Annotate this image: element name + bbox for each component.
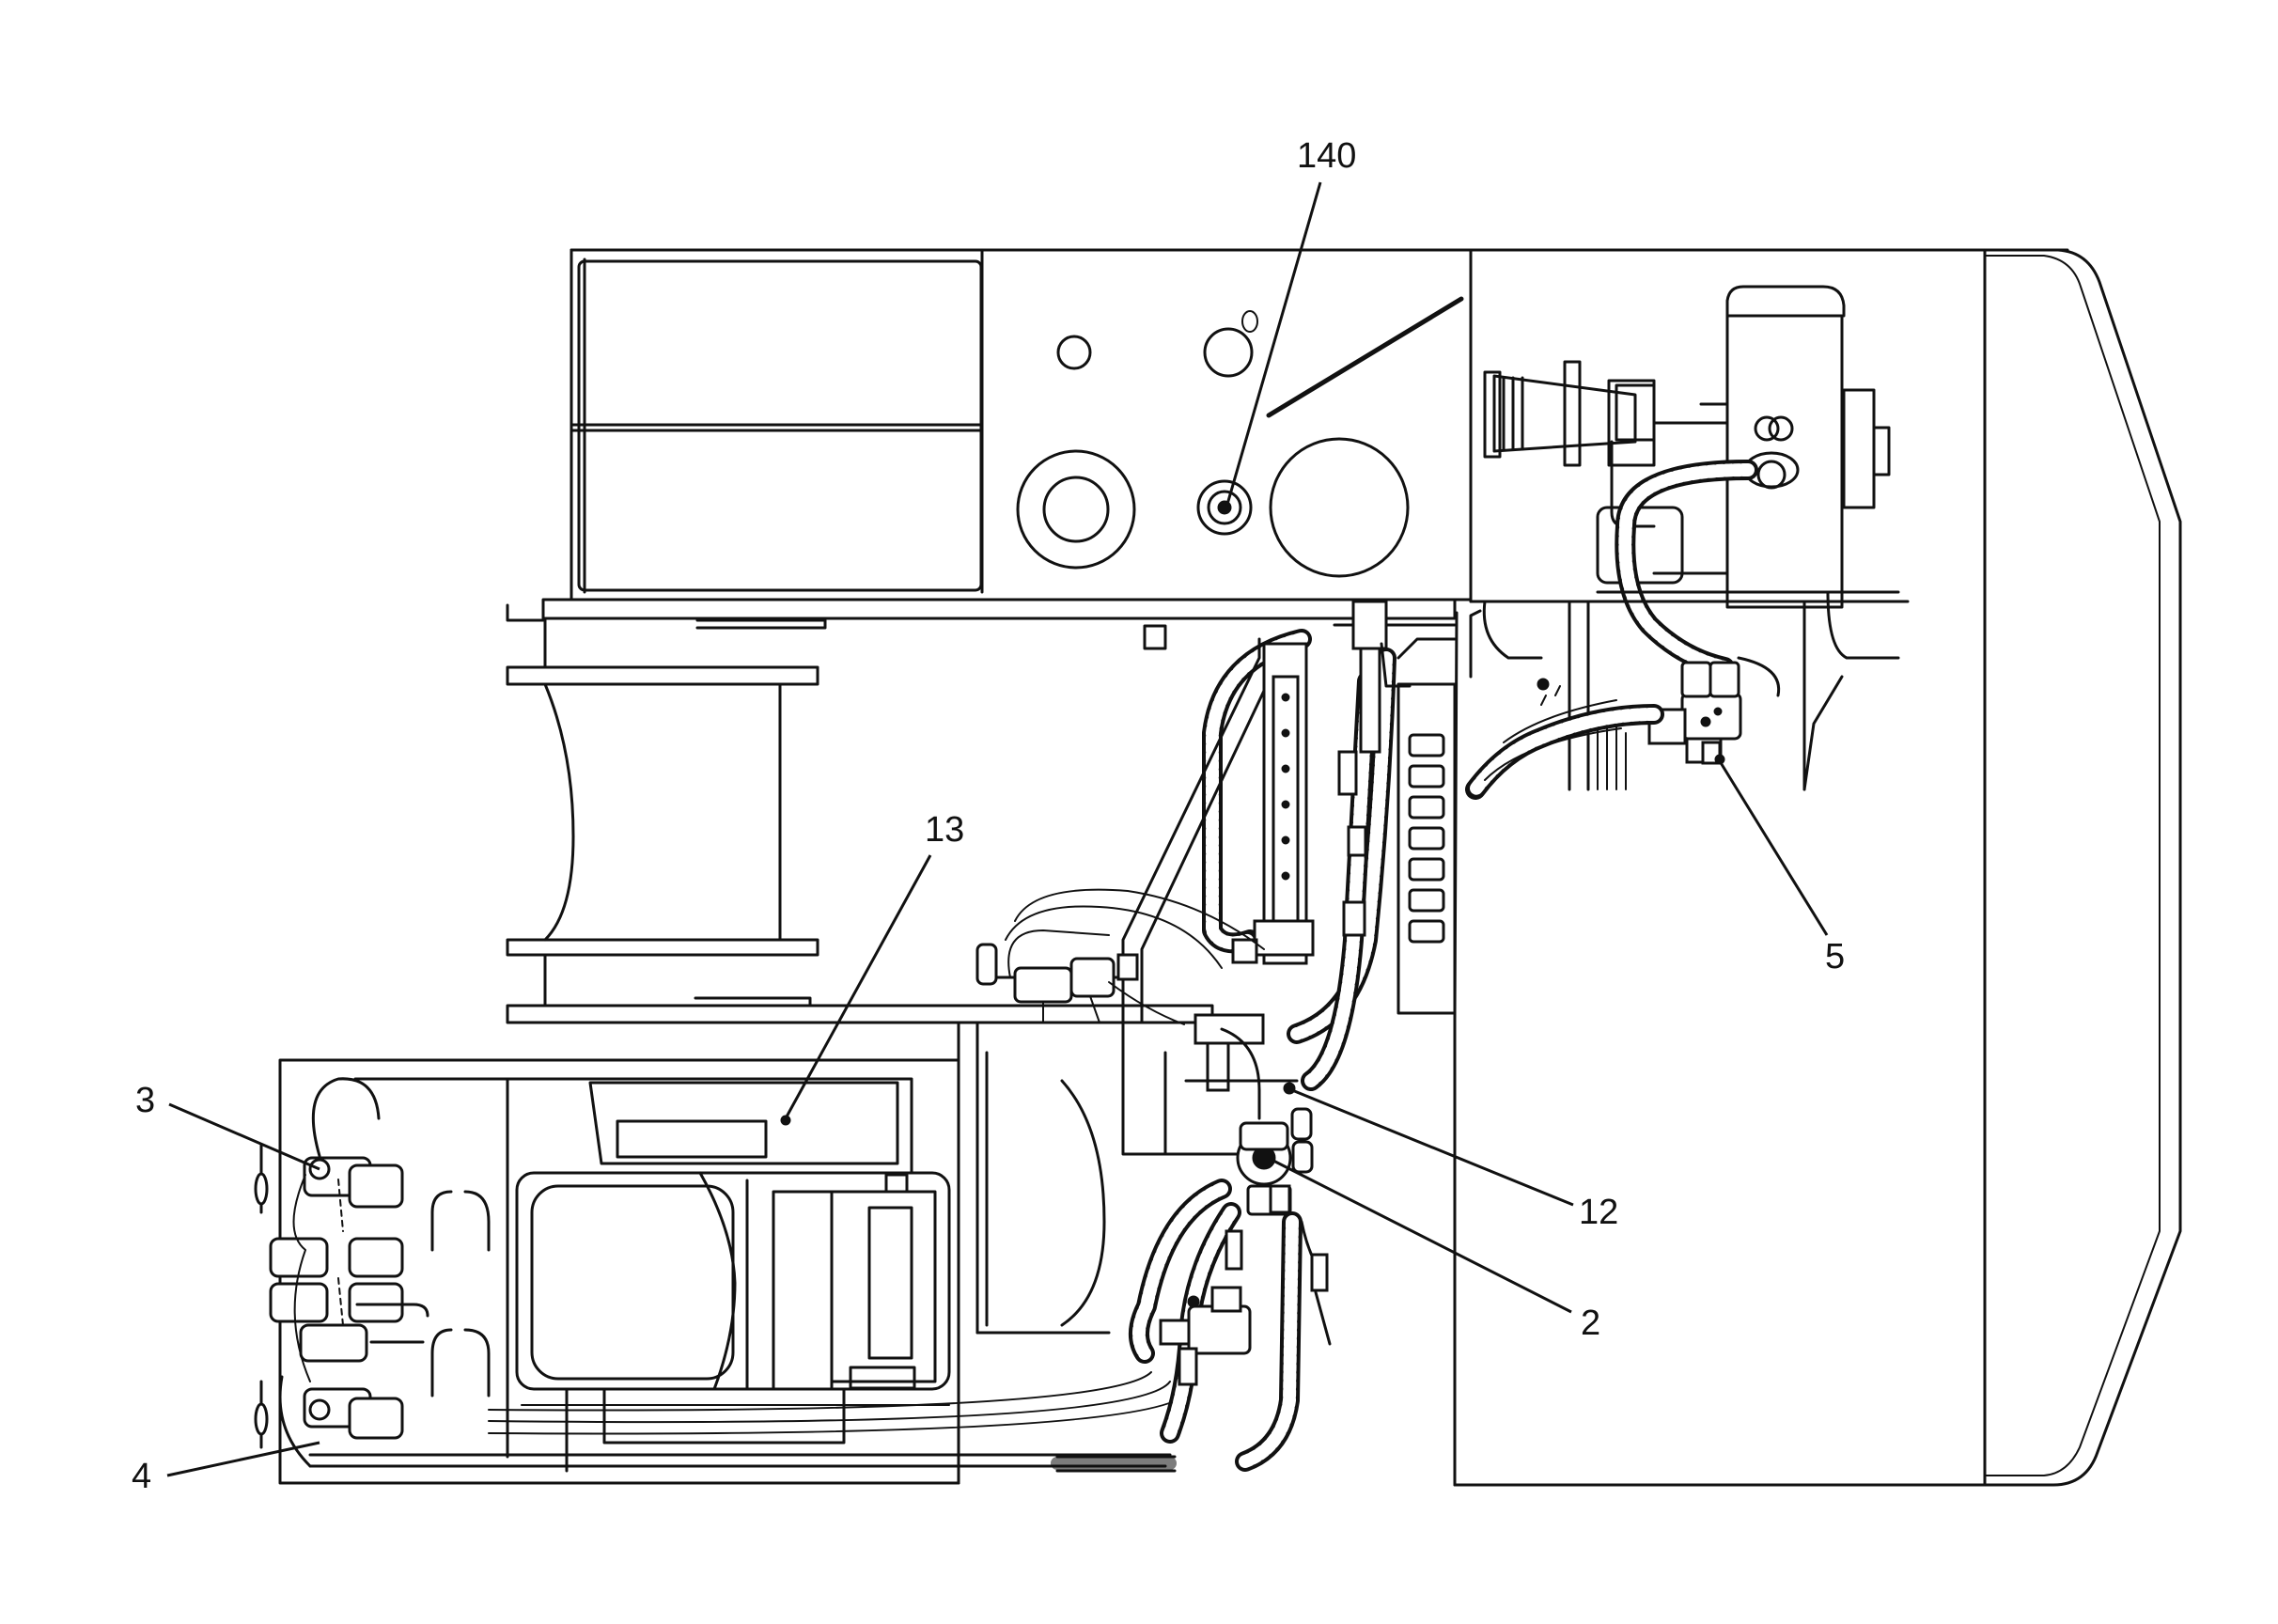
leader-12 <box>1291 1088 1574 1207</box>
callout-5: 5 <box>1825 937 1845 976</box>
lower-left-box <box>278 1021 1190 1485</box>
left-valve-cluster <box>254 1077 429 1468</box>
leader-4 <box>166 1441 320 1477</box>
leader-140 <box>1225 181 1322 508</box>
callout-12: 12 <box>1579 1193 1618 1232</box>
machine-housing <box>570 248 2182 1487</box>
callout-3: 3 <box>135 1081 155 1120</box>
callout-13: 13 <box>925 810 964 850</box>
callout-140: 140 <box>1297 136 1356 176</box>
leader-2 <box>1272 1159 1572 1314</box>
leader-3 <box>168 1102 320 1171</box>
leader-13 <box>784 854 932 1119</box>
callouts: 140 13 5 3 4 12 2 <box>132 136 1845 1496</box>
central-manifold <box>975 600 1459 1473</box>
upper-tank-block <box>541 248 1473 650</box>
callout-4: 4 <box>132 1457 151 1496</box>
leader-5 <box>1718 760 1829 936</box>
right-upper-assembly <box>1465 285 1910 800</box>
callout-2: 2 <box>1581 1304 1600 1343</box>
